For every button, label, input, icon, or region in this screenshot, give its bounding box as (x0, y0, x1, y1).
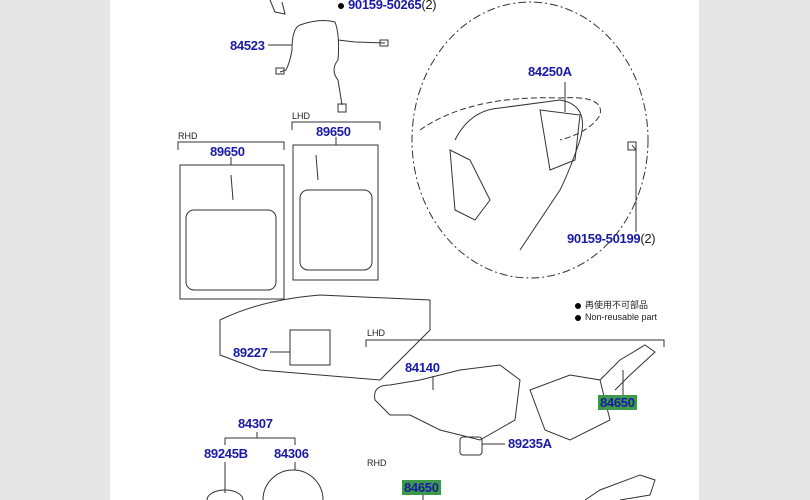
group-label-lhd-switch: LHD (367, 328, 386, 338)
part-number-text: 90159-50199 (567, 231, 641, 246)
part-number-84306[interactable]: 84306 (274, 446, 309, 461)
part-number-84140[interactable]: 84140 (405, 360, 440, 375)
part-number-89235A[interactable]: 89235A (508, 436, 552, 451)
part-number-84650-lhd[interactable]: 84650 (598, 395, 637, 410)
wire-harness (279, 24, 301, 73)
group-label-rhd: RHD (178, 131, 198, 141)
part-number-84250A[interactable]: 84250A (528, 64, 572, 79)
steering-wheel (411, 1, 649, 279)
part-number-84523[interactable]: 84523 (230, 38, 265, 53)
part-number-84650-rhd[interactable]: 84650 (402, 480, 441, 495)
parts-diagram-sheet: 90159-50265(2) 84523 84250A LHD 89650 RH… (110, 0, 699, 500)
non-reusable-dot-icon (338, 2, 344, 9)
part-number-90159-50199[interactable]: 90159-50199(2) (567, 231, 656, 246)
legend-text-en: Non-reusable part (585, 312, 658, 322)
part-number-84307[interactable]: 84307 (238, 416, 273, 431)
part-number-text: 90159-50265 (348, 0, 422, 12)
non-reusable-dot-icon (575, 314, 581, 321)
non-reusable-dot-icon (575, 302, 581, 309)
legend-text-jp: 再使用不可部品 (585, 300, 649, 310)
steering-column (219, 294, 431, 381)
part-number-90159-50265[interactable]: 90159-50265(2) (338, 0, 437, 12)
clip-part (269, 0, 286, 15)
group-label-rhd-switch: RHD (367, 458, 387, 468)
part-number-89227[interactable]: 89227 (233, 345, 268, 360)
part-number-89245B[interactable]: 89245B (204, 446, 248, 461)
quantity: (2) (640, 231, 656, 246)
parts-illustration (177, 0, 665, 500)
group-label-lhd: LHD (292, 111, 311, 121)
part-number-89650-rhd[interactable]: 89650 (210, 144, 245, 159)
part-number-89650-lhd[interactable]: 89650 (316, 124, 351, 139)
quantity: (2) (421, 0, 437, 12)
legend: 再使用不可部品 Non-reusable part (575, 299, 657, 323)
